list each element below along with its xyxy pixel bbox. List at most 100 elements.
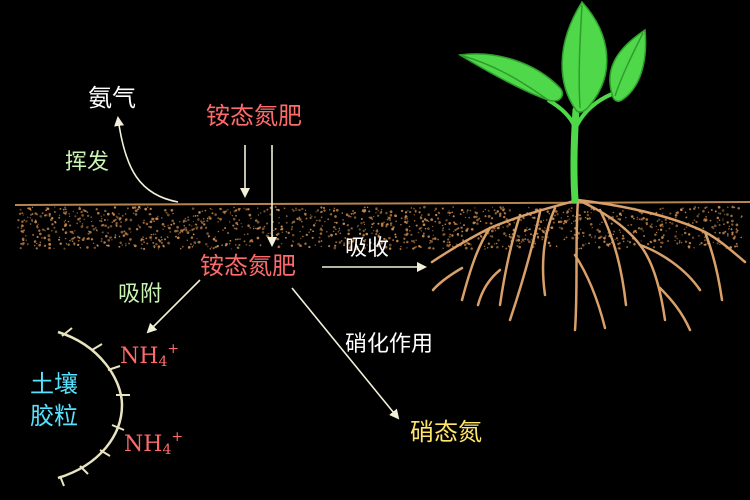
soil-speck <box>590 211 592 214</box>
soil-speck <box>162 228 164 231</box>
soil-speck <box>726 234 729 237</box>
soil-speck <box>354 211 356 214</box>
soil-speck <box>222 229 224 231</box>
soil-speck <box>448 228 450 230</box>
soil-speck <box>415 211 417 213</box>
soil-speck <box>718 219 721 221</box>
soil-speck <box>688 242 690 244</box>
soil-speck <box>365 232 369 236</box>
soil-speck <box>638 218 640 220</box>
soil-speck <box>32 233 35 236</box>
soil-speck <box>477 237 480 240</box>
soil-speck <box>257 227 260 230</box>
soil-speck <box>199 226 203 230</box>
soil-speck <box>100 220 103 223</box>
soil-speck <box>125 245 127 247</box>
soil-speck <box>519 218 523 222</box>
soil-speck <box>649 225 652 228</box>
soil-speck <box>730 214 733 218</box>
soil-speck <box>217 220 220 223</box>
process-arrows <box>114 116 427 420</box>
soil-speck <box>392 239 394 241</box>
soil-speck <box>239 238 241 241</box>
soil-speck <box>536 208 539 211</box>
soil-speck <box>107 226 110 229</box>
soil-speck <box>731 223 734 226</box>
soil-speck <box>560 227 564 230</box>
soil-speck <box>301 207 304 211</box>
soil-speck <box>318 219 321 222</box>
soil-speck <box>33 244 36 247</box>
soil-speck <box>319 211 322 214</box>
soil-speck <box>63 224 67 227</box>
soil-speck <box>610 222 613 225</box>
soil-speck <box>567 215 569 218</box>
soil-speck <box>563 238 566 241</box>
soil-speck <box>674 216 677 219</box>
soil-speck <box>427 235 430 238</box>
soil-speck <box>149 225 153 229</box>
soil-speck <box>523 240 525 242</box>
soil-speck <box>556 213 559 216</box>
soil-speck <box>76 222 78 225</box>
soil-speck <box>364 228 367 231</box>
soil-speck <box>674 239 676 242</box>
soil-speck <box>723 213 726 216</box>
soil-speck <box>137 205 141 209</box>
soil-speck <box>538 227 541 231</box>
soil-speck <box>405 221 408 224</box>
soil-speck <box>152 241 155 244</box>
soil-speck <box>182 219 186 223</box>
soil-speck <box>400 209 404 213</box>
soil-speck <box>320 206 323 209</box>
soil-speck <box>502 206 504 208</box>
soil-speck <box>190 243 192 246</box>
soil-speck <box>65 211 68 213</box>
soil-speck <box>69 240 71 242</box>
soil-speck <box>432 230 434 232</box>
soil-speck <box>678 240 681 242</box>
soil-speck <box>452 215 455 218</box>
soil-speck <box>311 236 314 240</box>
soil-speck <box>340 240 343 242</box>
soil-speck <box>696 214 699 218</box>
soil-speck <box>347 242 350 245</box>
soil-speck <box>716 216 720 220</box>
soil-speck <box>490 246 493 249</box>
soil-speck <box>214 239 218 243</box>
soil-speck <box>154 233 157 236</box>
soil-speck <box>622 234 625 237</box>
soil-speck <box>585 243 587 245</box>
soil-speck <box>369 241 372 244</box>
soil-speck <box>515 239 519 242</box>
soil-speck <box>370 226 373 228</box>
soil-speck <box>536 235 540 239</box>
soil-speck <box>176 225 180 229</box>
soil-speck <box>704 218 706 220</box>
soil-speck <box>616 239 619 241</box>
soil-speck <box>508 235 511 238</box>
soil-colloid-arc <box>57 330 124 480</box>
soil-speck <box>356 225 359 228</box>
soil-speck <box>186 239 189 242</box>
soil-speck <box>475 211 478 215</box>
soil-speck <box>716 242 719 245</box>
soil-speck <box>503 215 506 219</box>
soil-speck <box>473 215 476 219</box>
soil-speck <box>58 238 61 241</box>
soil-speck <box>717 205 721 209</box>
soil-speck <box>334 221 336 224</box>
soil-speck <box>740 216 742 219</box>
soil-speck <box>275 233 279 236</box>
soil-speck <box>395 220 398 223</box>
soil-speck <box>377 210 379 212</box>
soil-speck <box>645 221 648 225</box>
soil-speck <box>665 222 667 224</box>
soil-speck <box>322 206 326 210</box>
soil-speck <box>308 245 311 249</box>
soil-speck <box>380 241 383 245</box>
soil-speck <box>303 212 307 216</box>
soil-speck <box>380 208 383 211</box>
soil-speck <box>442 240 446 243</box>
